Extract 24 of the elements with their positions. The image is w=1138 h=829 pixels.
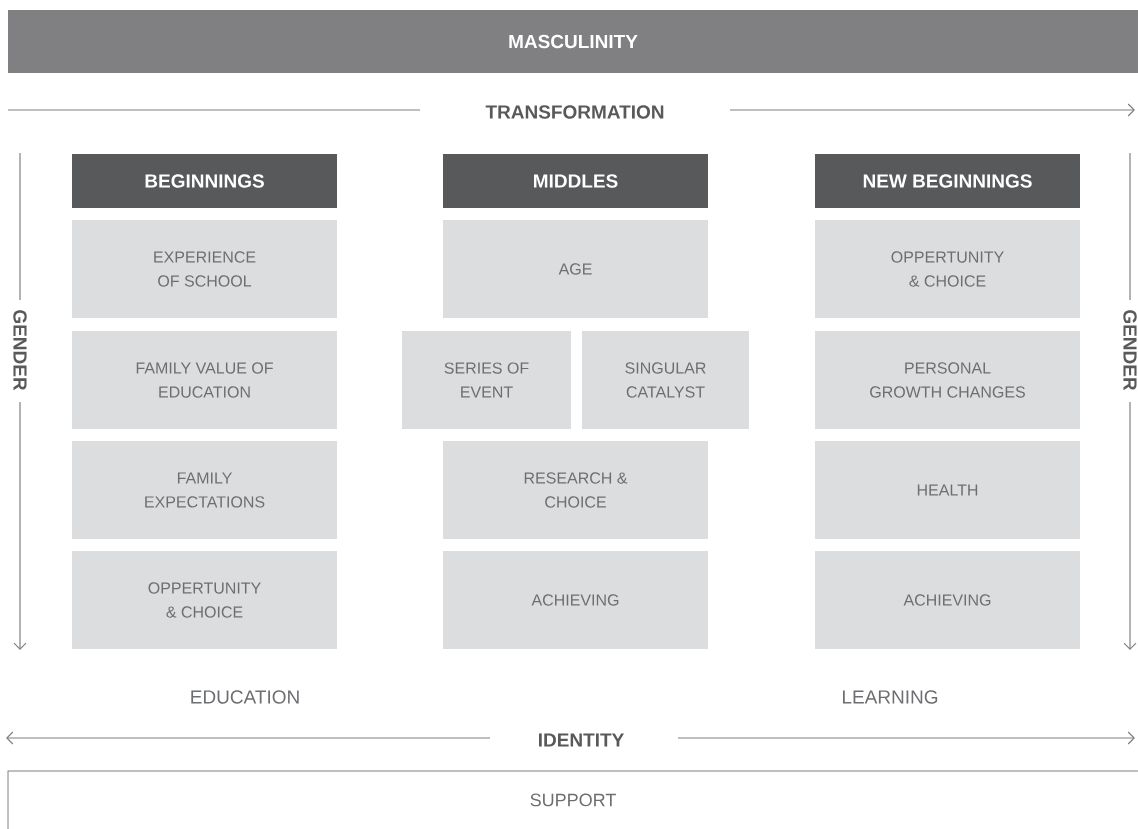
topic-box: FAMILY VALUE OF EDUCATION [72,331,337,429]
section-label: LEARNING [843,690,938,704]
topic-box: RESEARCH & CHOICE [443,441,708,539]
topic-box: ACHIEVING [815,551,1080,649]
topic-box: SINGULAR CATALYST [582,331,749,429]
column-header: BEGINNINGS [72,154,337,208]
column-header: MIDDLES [443,154,708,208]
topic-box: FAMILY EXPECTATIONS [72,441,337,539]
topic-box: ACHIEVING [443,551,708,649]
title-band: MASCULINITY [8,10,1138,73]
topic-box: HEALTH [815,441,1080,539]
support-box: SUPPORT [7,770,1138,829]
column-header: NEW BEGINNINGS [815,154,1080,208]
axis-label: IDENTITY [539,733,624,747]
topic-box: OPPERTUNITY & CHOICE [72,551,337,649]
topic-box: EXPERIENCE OF SCHOOL [72,220,337,318]
topic-box: SERIES OF EVENT [402,331,571,429]
axis-label: GENDER [1123,310,1137,391]
section-label: EDUCATION [191,690,299,704]
topic-box: OPPERTUNITY & CHOICE [815,220,1080,318]
axis-label: TRANSFORMATION [485,105,664,119]
topic-box: AGE [443,220,708,318]
topic-box: PERSONAL GROWTH CHANGES [815,331,1080,429]
axis-label: GENDER [13,310,27,391]
